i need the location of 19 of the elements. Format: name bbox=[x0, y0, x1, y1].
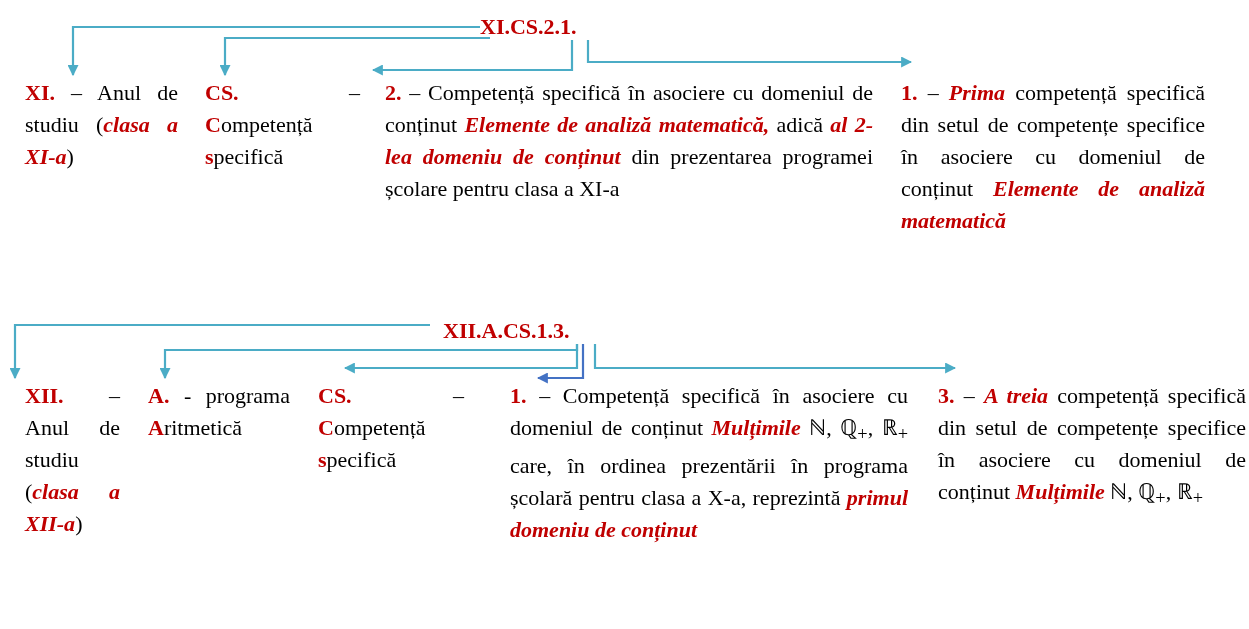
arrow bbox=[371, 40, 574, 76]
explanation-text: XII. – Anul de studiu (clasa a XII-a) bbox=[25, 380, 120, 540]
arrow bbox=[586, 40, 913, 68]
explanation-text: 3. – A treia competență specifică din setul de competențe specifice în asociere cu domeniul de conținut Mulțimile ℕ, ℚ$_{+}$, ℝ$_{+}$ bbox=[938, 380, 1246, 515]
arrow bbox=[9, 323, 430, 380]
code-label: XI.CS.2.1. bbox=[480, 14, 577, 40]
arrow bbox=[219, 36, 490, 77]
code-label: XII.A.CS.1.3. bbox=[443, 318, 570, 344]
explanation-text: 1. – Competență specifică în asociere cu domeniul de conținut Mulțimile ℕ, ℚ$_{+}$, ℝ$_{+}$ care, în ordinea prezentării în programa școlară pentru clasa a X-a, reprezintă primul domeniu de conținut bbox=[510, 380, 908, 547]
arrow bbox=[536, 344, 585, 384]
explanation-text: 1. – Prima competență specifică din setul de competențe specifice în asociere cu domeniul de conținut Elemente de analiză matematică bbox=[901, 77, 1205, 237]
explanation-text: XI. – Anul de studiu (clasa a XI-a) bbox=[25, 77, 178, 173]
explanation-text: A. - programa Aritmetică bbox=[148, 380, 290, 444]
explanation-text: CS. – Competență specifică bbox=[205, 77, 360, 173]
explanation-text: CS. – Competență specifică bbox=[318, 380, 464, 476]
arrow bbox=[67, 25, 480, 77]
explanation-text: 2. – Competență specifică în asociere cu domeniul de conținut Elemente de analiză matematică, adică al 2-lea domeniu de conținut din prezentarea programei școlare pentru clasa a XI-a bbox=[385, 77, 873, 205]
arrow bbox=[343, 344, 579, 374]
arrow bbox=[593, 344, 957, 374]
